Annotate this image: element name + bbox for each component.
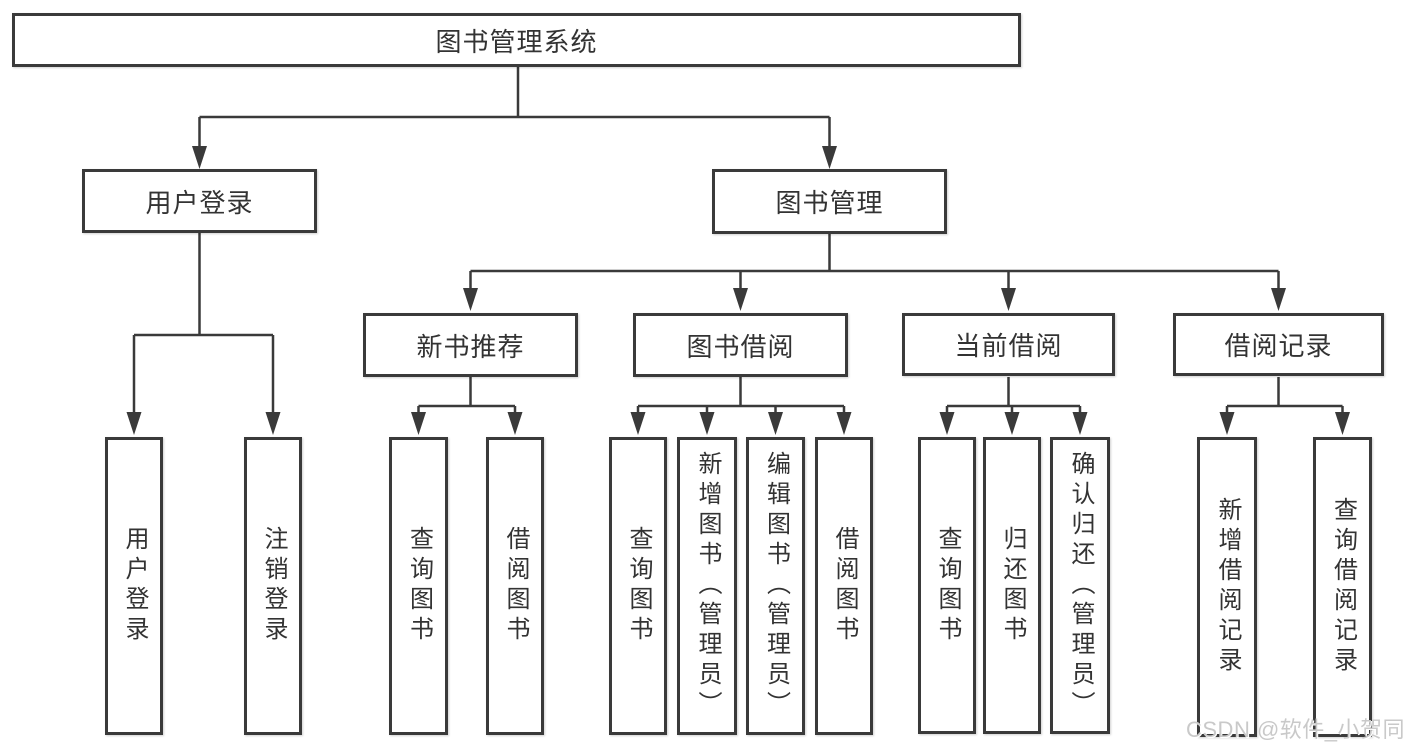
node-label: 借阅图书 (831, 526, 858, 646)
node-label: 图书管理 (775, 188, 884, 218)
node-borrowing-records: 借阅记录 (1173, 313, 1384, 376)
node-label: 编辑图书（管理员） (762, 451, 790, 721)
leaf-recommend-query-books: 查询图书 (389, 437, 448, 735)
arrowheads (126, 146, 1350, 435)
leaf-borrow-query-books: 查询图书 (609, 437, 667, 735)
node-label: 查询图书 (405, 526, 433, 646)
csdn-watermark: CSDN @软件_小贺同学 (1186, 717, 1405, 742)
node-label: 用户登录 (145, 187, 254, 218)
node-new-book-recommendation: 新书推荐 (363, 313, 578, 377)
node-current-borrowing: 当前借阅 (902, 313, 1115, 376)
leaf-confirm-return-admin: 确认归还（管理员） (1050, 437, 1110, 734)
node-label: 新增借阅记录 (1214, 497, 1241, 677)
leaf-edit-books-admin: 编辑图书（管理员） (746, 437, 805, 735)
leaf-logout: 注销登录 (244, 437, 302, 735)
node-label: 借阅记录 (1224, 331, 1333, 361)
leaf-borrow-books: 借阅图书 (815, 437, 873, 735)
leaf-return-books: 归还图书 (983, 437, 1041, 734)
node-label: 查询图书 (934, 525, 961, 646)
node-label: 新书推荐 (416, 331, 525, 362)
node-library-management-system: 图书管理系统 (12, 13, 1021, 67)
node-book-borrowing: 图书借阅 (633, 313, 848, 377)
node-label: 当前借阅 (954, 331, 1063, 361)
node-label: 确认归还（管理员） (1067, 450, 1094, 721)
node-label: 新增图书（管理员） (694, 451, 721, 721)
leaf-current-query-books: 查询图书 (918, 437, 976, 734)
node-label: 图书管理系统 (435, 26, 598, 57)
node-label: 用户登录 (121, 526, 148, 646)
node-book-management-branch: 图书管理 (712, 169, 947, 234)
node-label: 归还图书 (999, 525, 1026, 646)
node-user-login-branch: 用户登录 (82, 169, 317, 233)
node-label: 图书借阅 (686, 331, 795, 362)
leaf-user-login: 用户登录 (105, 437, 163, 735)
node-label: 借阅图书 (502, 526, 529, 646)
leaf-add-borrow-record: 新增借阅记录 (1197, 437, 1257, 737)
leaf-add-books-admin: 新增图书（管理员） (677, 437, 737, 735)
node-label: 注销登录 (260, 526, 287, 646)
node-label: 查询图书 (625, 526, 652, 646)
leaf-recommend-borrow-books: 借阅图书 (486, 437, 544, 735)
node-label: 查询借阅记录 (1329, 497, 1357, 677)
leaf-query-borrow-record: 查询借阅记录 (1313, 437, 1372, 737)
